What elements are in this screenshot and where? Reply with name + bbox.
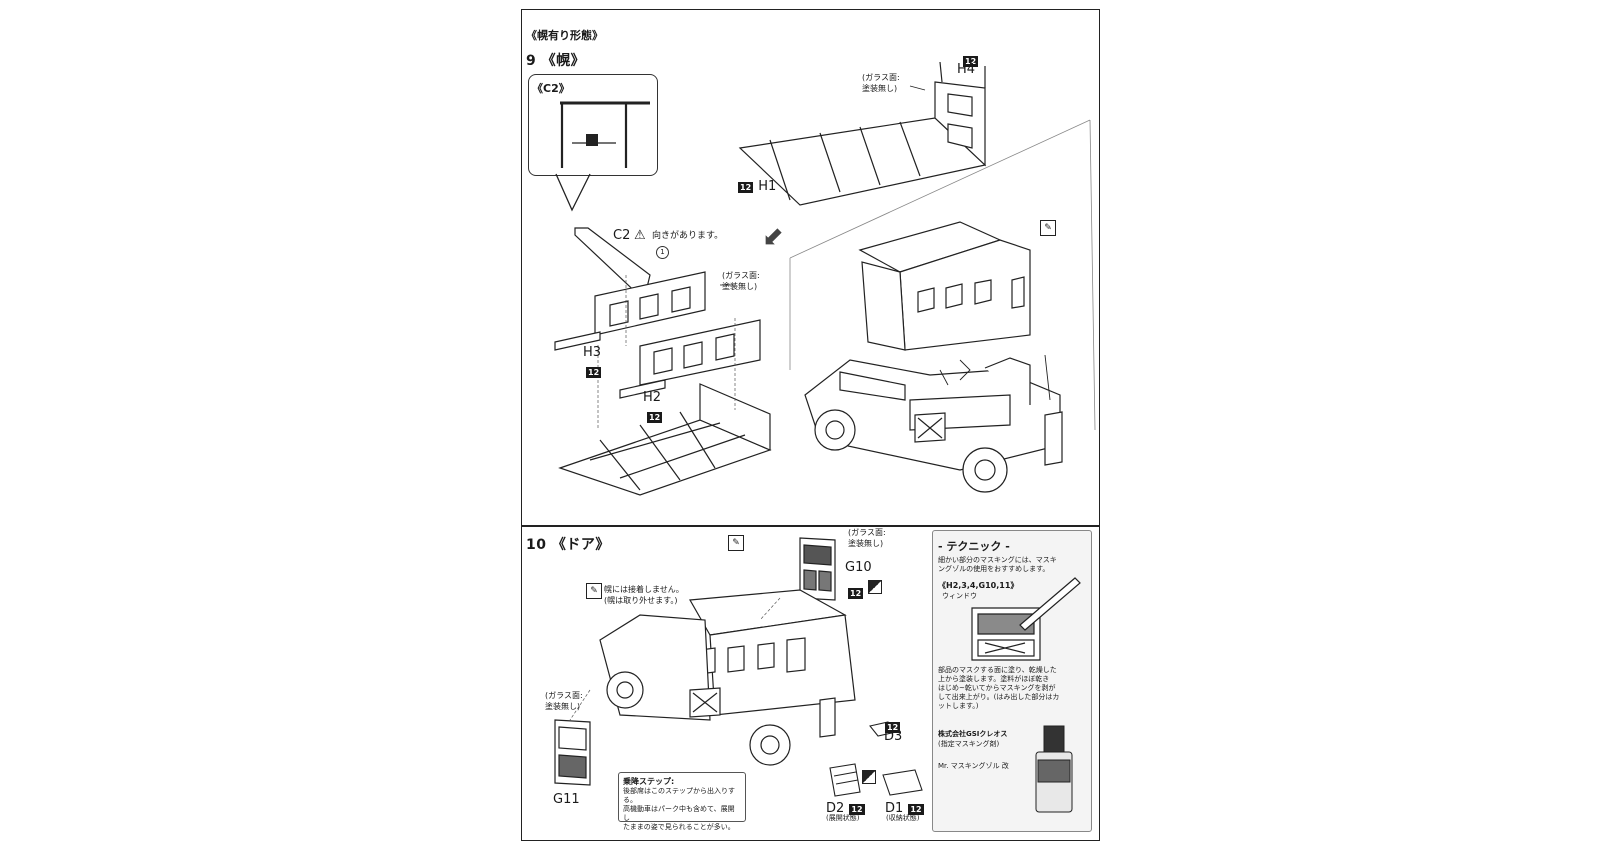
d2-label: D2 <box>826 801 845 816</box>
boarding-step-line1: 後部席はこのステップから出入りする。 <box>623 787 735 804</box>
h4-glass-note: (ガラス面:塗装無し) <box>862 73 900 93</box>
d1-state: (収納状態) <box>886 814 920 822</box>
h1-label: H1 <box>758 179 777 194</box>
h3-paint-badge: 12 <box>586 367 602 378</box>
technique-maker-note: (指定マスキング剤) <box>938 740 1000 748</box>
c2-label: C2 <box>613 228 631 243</box>
section-divider <box>521 525 1100 527</box>
warning-icon: ⚠ <box>634 228 646 243</box>
d1-label: D1 <box>885 801 904 816</box>
paint-mix-icon <box>868 580 882 594</box>
boarding-step-line2: 高機動車はパーク中も含めて、展開し <box>623 805 735 822</box>
step9-heading: 9 《幌》 <box>526 50 585 70</box>
step10-heading: 10 《ドア》 <box>526 534 610 554</box>
d3-label: D3 <box>884 729 903 744</box>
g10-glass-note: (ガラス面:塗装無し) <box>848 528 886 548</box>
d3-paint-badge: 12 <box>885 722 901 733</box>
step9-number: 9 <box>526 53 537 69</box>
technique-product: Mr. マスキングゾル 改 <box>938 762 1009 770</box>
g10-paint-badge: 12 <box>848 588 864 599</box>
step9-title: 《幌》 <box>541 53 586 69</box>
d2-state: (展開状態) <box>826 814 860 822</box>
h1-paint-badge: 12 <box>738 182 754 193</box>
top-detach-note: 幌には接着しません。(幌は取り外せます。) <box>604 585 684 605</box>
technique-window-label: ウィンドウ <box>942 592 977 600</box>
h1-label-group: 12 H1 <box>738 175 776 194</box>
no-glue-icon: ✎ <box>586 583 602 599</box>
step10-number: 10 <box>526 537 547 553</box>
g11-label: G11 <box>553 792 580 807</box>
h2-glass-note: (ガラス面:塗装無し) <box>722 271 760 291</box>
boarding-step-line3: たままの姿で見られることが多い。 <box>623 823 735 831</box>
technique-title: - テクニック - <box>938 540 1010 553</box>
d2-paint-badge: 12 <box>849 804 865 815</box>
h3-label: H3 <box>583 345 602 360</box>
boarding-step-title: 乗降ステップ: <box>623 777 675 786</box>
step10-title: 《ドア》 <box>551 537 610 553</box>
glue-icon: ✎ <box>1040 220 1056 236</box>
g11-glass-note: (ガラス面:塗装無し) <box>545 691 583 711</box>
mode-title: 《幌有り形態》 <box>526 29 603 42</box>
d1-label-group: D1 12 <box>885 797 924 816</box>
d1-paint-badge: 12 <box>908 804 924 815</box>
technique-body: 部品のマスクする面に塗り、乾燥した 上から塗装します。塗料がほぼ乾き はじめ~乾… <box>938 666 1060 710</box>
g10-label: G10 <box>845 560 872 575</box>
technique-parts-ref: 《H2,3,4,G10,11》 <box>938 581 1019 590</box>
technique-intro: 細かい部分のマスキングには、マスキングゾルの使用をおすすめします。 <box>938 556 1057 573</box>
direction-arrow-icon: ⬋ <box>762 222 784 252</box>
c2-callout <box>528 74 658 176</box>
h2-label: H2 <box>643 390 662 405</box>
technique-maker: 株式会社GSIクレオス <box>938 730 1008 738</box>
c2-callout-title: 《C2》 <box>532 82 570 95</box>
paint-mix-icon-d <box>862 770 876 784</box>
h4-paint-badge: 12 <box>963 56 979 67</box>
c2-callout-number: 1 <box>656 246 669 259</box>
boarding-step-box: 乗降ステップ: 後部席はこのステップから出入りする。 高機動車はパーク中も含めて… <box>618 772 746 831</box>
c2-direction-note: 向きがあります。 <box>652 231 724 241</box>
h4-label: H4 <box>957 62 976 77</box>
d2-label-group: D2 12 <box>826 797 865 816</box>
h2-paint-badge: 12 <box>647 412 663 423</box>
glue-icon-step10: ✎ <box>728 535 744 551</box>
